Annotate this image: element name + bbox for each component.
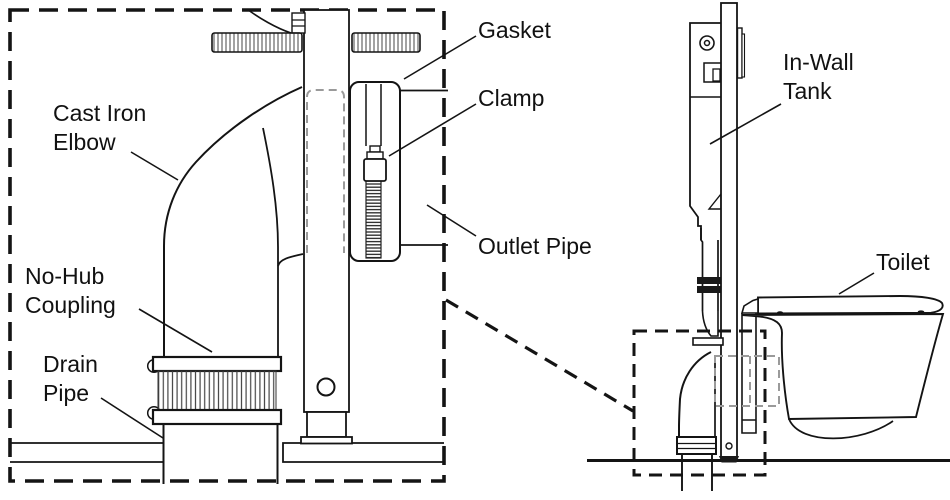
leader-in-wall-tank [709,103,782,145]
carrier-foot-bolt [725,442,733,450]
carrier-foot-pad [719,456,739,463]
detail-view [8,8,477,484]
label-cast-iron-elbow-line1: Cast Iron [53,100,146,126]
drain-elbow-shape [676,351,717,491]
label-in-wall-tank-line1: In-Wall [783,49,854,75]
clamp-shape [363,145,387,259]
label-in-wall-tank-line2: Tank [783,78,832,104]
top-fitting [291,12,306,34]
label-cast-iron-elbow-line2: Elbow [53,129,116,155]
no-hub-coupling-shape [146,355,283,426]
toilet-seat-lid [757,295,944,315]
leader-outlet-pipe [426,204,477,237]
cast-iron-elbow-shape [163,86,303,357]
floor-left-lines [10,442,164,463]
hidden-outlet-pipe-dashed [714,355,780,407]
leader-cast-iron-elbow [130,151,179,181]
zoom-connector-line [445,298,634,413]
cast-iron-elbow-inner-edge [262,127,279,357]
label-drain-pipe-line2: Pipe [43,380,89,406]
hidden-pipe-dashed-outline [306,89,345,253]
mounting-flange [211,32,421,53]
leader-clamp [388,103,477,157]
seat-hinge-left [777,311,783,314]
label-no-hub-coupling-line2: Coupling [25,292,116,318]
seat-hinge-right [917,310,925,314]
detail-view-labels: Cast Iron Elbow No-Hub Coupling Drain Pi… [25,17,592,406]
installation-view-labels: In-Wall Tank Toilet [783,49,930,275]
label-gasket: Gasket [478,17,551,43]
leader-drain-pipe [100,397,164,439]
column-bolt-hole [316,377,336,397]
label-no-hub-coupling-line1: No-Hub [25,263,104,289]
leader-no-hub-coupling [138,308,213,353]
toilet-trap-arc [788,418,894,440]
top-fitting-threads [292,19,305,27]
leader-gasket [403,35,477,80]
flush-pipe-shape [697,228,721,337]
drain-pipe-shape [162,424,279,484]
outlet-pipe-shape [400,89,448,246]
column-base-plate [300,436,353,445]
wall-board [720,2,738,458]
toilet-shape [740,295,945,440]
label-drain-pipe-line1: Drain [43,351,98,377]
carrier-column [303,9,350,413]
flush-actuator-plate [736,27,743,79]
label-toilet: Toilet [876,249,930,275]
label-outlet-pipe: Outlet Pipe [478,233,592,259]
mounting-bracket-bar [692,337,724,346]
drain-pipe-lower [681,454,713,491]
in-wall-tank-shape [689,22,722,240]
column-foot [306,411,347,438]
cast-iron-elbow-hub-corner [277,253,304,267]
toilet-bowl [741,313,945,420]
floor-right-lines [282,442,444,463]
supply-bend-curve [246,8,292,34]
detail-leader-lines [100,35,477,439]
zoom-target-dashed-box [632,329,767,477]
toilet-back-block [741,313,757,434]
clamp-band-upper [365,84,382,146]
flush-actuator-plate-inner [741,33,746,78]
seat-hinge-cover [740,297,759,314]
installation-view [445,2,950,491]
label-clamp: Clamp [478,85,544,111]
leader-toilet [838,272,875,295]
